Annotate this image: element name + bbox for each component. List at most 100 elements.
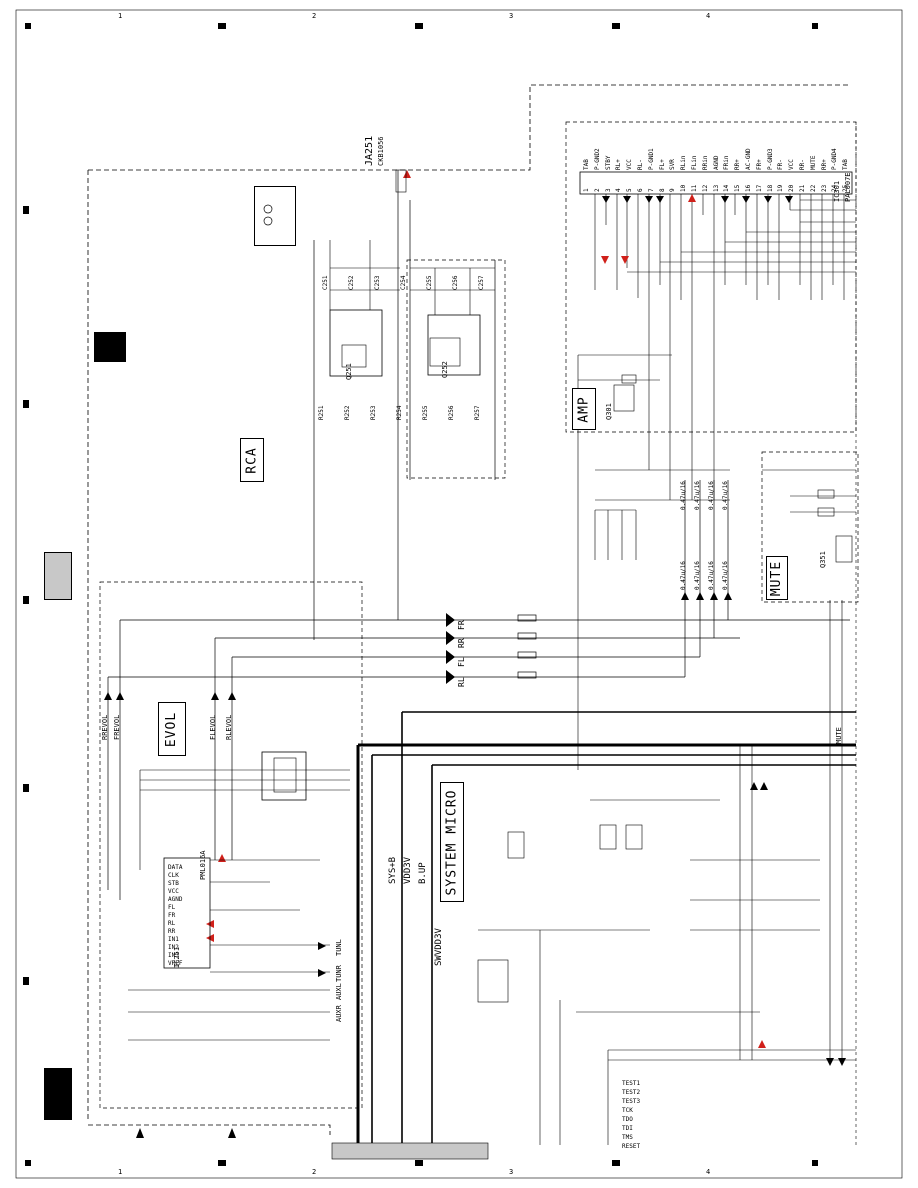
amp-pin-num: 7 [647,188,655,192]
amp-pin-num: 6 [637,188,644,192]
amp-pin-num: 8 [658,188,666,192]
amp-pin-num: 4 [615,188,623,192]
coupling-cap-value: 0.47u/16 [680,561,687,590]
zone-number: 2 [312,12,317,20]
evol-pin-label: FR [168,912,176,919]
coupling-cap-value: 0.47u/16 [708,561,715,590]
amp-pin-num: 10 [680,184,688,192]
net-rl: RL [457,677,466,687]
zone-number: 4 [706,12,711,20]
rca-capacitor-ref: C256 [452,275,459,290]
micro-pin-label: TDI [622,1125,633,1132]
evol-pin-label: VREF [168,960,183,967]
amp-pin-name: VCC [788,159,796,170]
section-marker-mid [44,552,72,600]
coupling-cap-value: 0.47u/16 [694,481,701,510]
evol-block-label: EVOL [158,702,186,756]
zone-number: 3 [509,1168,514,1176]
net-mute: MUTE [835,727,843,744]
net-rrevol: RREVOL [101,714,109,740]
amp-pin-name: FRin [723,155,731,170]
amp-pin-name: TAB [842,159,850,170]
sub-board-box [254,186,296,246]
section-marker-bottom [44,1068,72,1120]
net-b-up: B.UP [418,862,428,884]
amp-pin-num: 9 [669,188,677,192]
net-tunr: TUNR [335,965,343,982]
amp-pin-num: 1 [583,188,590,192]
amp-label-text: AMP [576,395,592,423]
micro-pin-label: TMS [622,1134,633,1141]
amp-pin-num: 16 [745,184,752,192]
rca-resistor-ref: R253 [370,405,377,420]
micro-pin-label: RESET [622,1143,641,1150]
coupling-cap-value: 0.47u/16 [680,481,687,510]
net-swvdd3v: SWVDD3V [434,928,444,966]
amp-pin-name: RR- [799,159,806,170]
amp-pin-num: 11 [691,184,698,192]
coupling-cap-value: 0.47u/16 [694,561,701,590]
amp-pin-name: TAB [583,159,590,170]
amp-pin-name: AC-GND [745,148,752,170]
evol-pin-label: FL [168,904,176,911]
amp-pin-name: SVR [669,159,677,170]
transistor-q301: Q301 [605,403,613,420]
evol-pin-label: RR [168,928,176,935]
evol-pin-label: IN3 [168,952,179,959]
amp-pin-name: RL- [637,159,644,170]
net-tunl: TUNL [335,939,343,956]
amp-pin-name: STBY [604,155,612,170]
transistor-q351: Q351 [819,551,827,568]
net-frevol: FREVOL [113,714,121,740]
evol-ic-part: PML016A [199,850,207,880]
amp-pin-num: 21 [799,184,806,192]
mute-block-label: MUTE [766,556,788,600]
net-auxl: AUXL [335,983,343,1000]
connector-ref: JA251 [364,135,375,166]
micro-pin-label: TCK [622,1107,633,1114]
micro-pin-label: TEST1 [622,1080,641,1087]
amp-pin-name: FR- [777,159,785,170]
rca-resistor-ref: R254 [396,405,403,420]
amp-pin-name: RLin [680,155,688,170]
amp-pin-name: P-GND3 [766,148,774,170]
amp-pin-name: RL+ [615,159,623,170]
amp-pin-num: 3 [604,188,612,192]
amp-ic-ref: IC301 [833,180,841,202]
net-rr: RR [457,638,466,648]
amp-pin-num: 18 [766,184,774,192]
amp-pin-name: MUTE [809,155,817,170]
rca-resistor-ref: R257 [474,405,481,420]
net-sys-b: SYS+B [388,856,398,884]
micro-pin-label: TEST3 [622,1098,641,1105]
rca-capacitor-ref: C251 [322,275,329,290]
amp-pin-name: P-GND2 [593,148,601,170]
net-fr: FR [457,620,466,630]
net-flevol: FLEVOL [209,714,217,740]
amp-pin-num: 23 [820,184,828,192]
amp-pin-num: 20 [788,184,796,192]
rca-capacitor-ref: C253 [374,275,381,290]
transistor-q251: Q251 [345,363,353,380]
evol-pin-label: CLK [168,872,179,879]
amp-pin-num: 19 [777,184,785,192]
amp-pin-name: P-GND1 [647,148,655,170]
zone-number: 2 [312,1168,317,1176]
rca-capacitor-ref: C257 [478,275,485,290]
evol-label-text: EVOL [164,711,180,747]
evol-pin-label: IN2 [168,944,179,951]
micro-pin-label: TEST2 [622,1089,641,1096]
amp-ic-part: PAL007E [844,172,852,202]
section-marker-top [94,332,126,362]
amp-pin-num: 2 [593,188,601,192]
zone-number: 1 [118,1168,123,1176]
zone-number: 3 [509,12,514,20]
footer-bar [332,1143,488,1159]
amp-pin-num: 17 [755,184,763,192]
micro-pin-label: TDO [622,1116,633,1123]
rca-resistor-ref: R255 [422,405,429,420]
zone-number: 1 [118,12,123,20]
amp-pin-num: 5 [626,188,634,192]
rca-capacitor-ref: C255 [426,275,433,290]
